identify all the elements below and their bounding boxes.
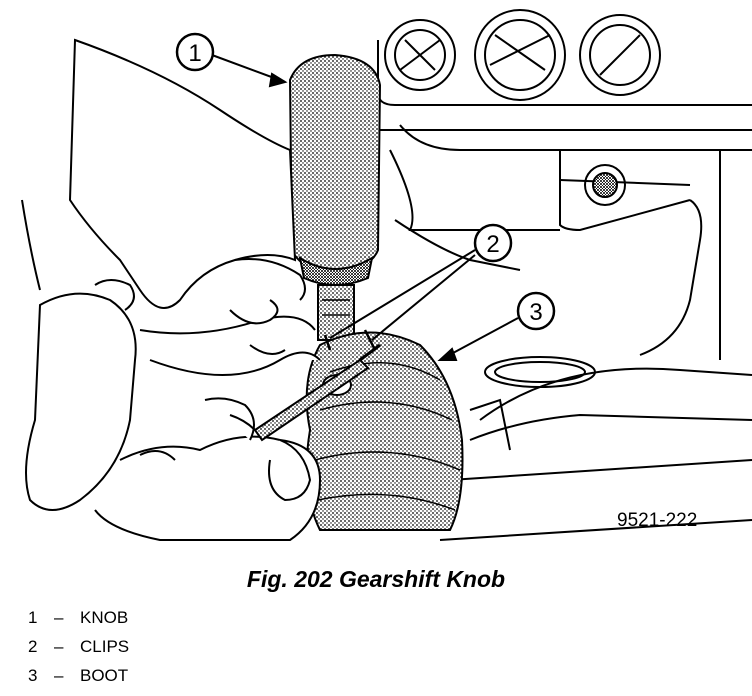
- figure-id: 9521-222: [617, 510, 698, 531]
- left-hand: [21, 38, 321, 376]
- legend-dash: –: [54, 666, 64, 685]
- legend-dash: –: [54, 608, 64, 627]
- figure-caption: Fig. 202 Gearshift Knob: [246, 566, 506, 592]
- legend-number: 1: [28, 608, 38, 627]
- shift-lever: [317, 284, 355, 341]
- leader-lines: [211, 54, 519, 361]
- legend-label: BOOT: [80, 666, 129, 685]
- callout-3-number: 3: [529, 299, 542, 326]
- callout-1-number: 1: [188, 40, 201, 67]
- callout-3: 3: [516, 291, 556, 331]
- legend-item: 2–CLIPS: [28, 632, 129, 661]
- legend-label: KNOB: [80, 608, 129, 627]
- gearshift-illustration: 1 2 3: [21, 9, 752, 541]
- legend-item: 3–BOOT: [28, 661, 129, 690]
- callout-2: 2: [473, 223, 513, 263]
- callout-1: 1: [175, 32, 215, 72]
- console: [389, 149, 721, 388]
- legend-number: 3: [28, 666, 38, 685]
- seat: [439, 367, 752, 541]
- legend-dash: –: [54, 637, 64, 656]
- dashboard: [377, 9, 752, 151]
- right-hand: [25, 292, 322, 541]
- shift-boot: [305, 331, 464, 531]
- parts-legend: 1–KNOB 2–CLIPS 3–BOOT: [28, 603, 129, 690]
- legend-number: 2: [28, 637, 38, 656]
- legend-label: CLIPS: [80, 637, 130, 656]
- clips: [323, 329, 377, 351]
- screwdriver: [253, 343, 381, 442]
- gearshift-knob: [288, 53, 382, 286]
- legend-item: 1–KNOB: [28, 603, 129, 632]
- callout-2-number: 2: [486, 231, 499, 258]
